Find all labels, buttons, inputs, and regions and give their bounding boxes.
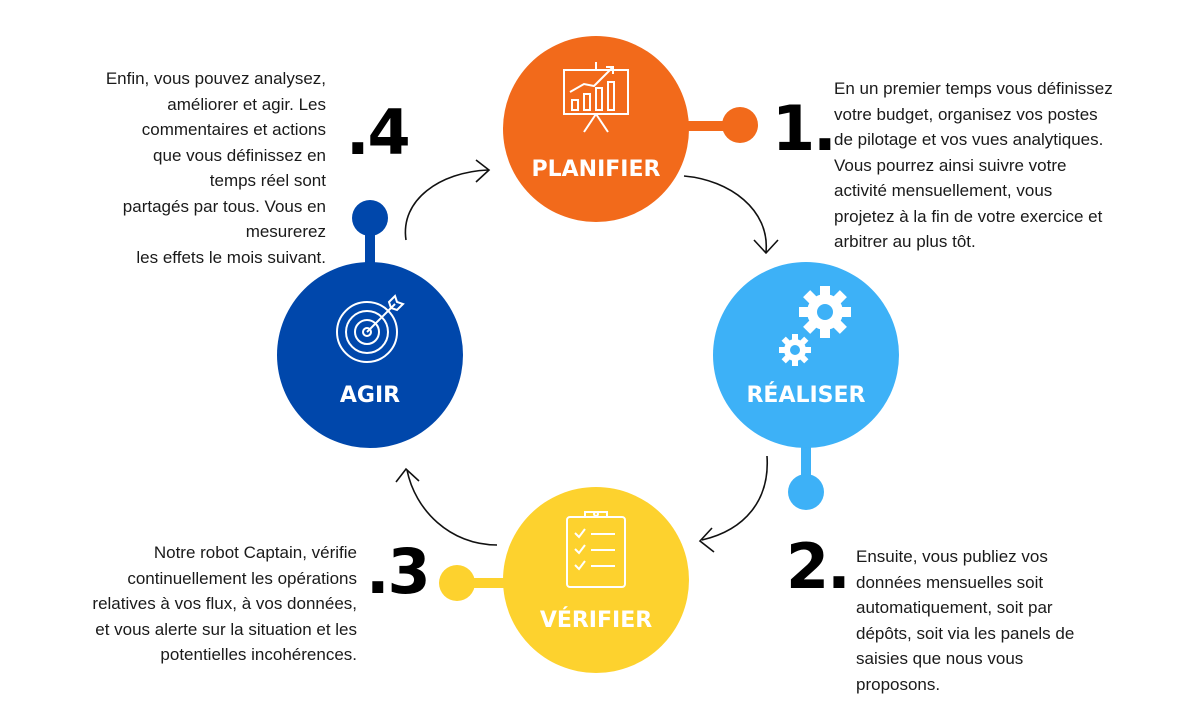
agir-label: AGIR xyxy=(339,383,401,408)
realiser-description: Ensuite, vous publiez vos données mensue… xyxy=(856,547,1075,694)
arrow-realiser-to-verifier xyxy=(701,455,768,541)
realiser-label: RÉALISER xyxy=(746,383,866,408)
step-number-1: 1. xyxy=(772,92,837,165)
gears-icon xyxy=(779,286,851,366)
verifier-circle: VÉRIFIER xyxy=(503,487,689,673)
step-number-4: .4 xyxy=(346,96,411,169)
verifier-dot xyxy=(439,565,475,601)
realiser-connector xyxy=(801,440,811,490)
presentation-chart-icon xyxy=(563,62,629,133)
arrow-verifier-to-agir xyxy=(406,469,498,546)
realiser-dot xyxy=(788,474,824,510)
verifier-label: VÉRIFIER xyxy=(539,608,653,633)
target-arrow-icon xyxy=(336,294,405,363)
agir-circle: AGIR xyxy=(277,262,463,448)
agir-description: Enfin, vous pouvez analysez, améliorer e… xyxy=(105,69,326,267)
planifier-description: En un premier temps vous définissez votr… xyxy=(834,79,1113,251)
step-number-3: .3 xyxy=(366,535,431,608)
planifier-circle: PLANIFIER xyxy=(503,36,689,222)
step-number-2: 2. xyxy=(786,530,851,603)
agir-connector xyxy=(365,220,375,270)
arrow-agir-to-planifier xyxy=(404,169,489,241)
verifier-description: Notre robot Captain, vérifie continuelle… xyxy=(92,543,357,664)
planifier-connector xyxy=(680,121,740,131)
arrow-planifier-to-realiser xyxy=(683,175,767,253)
planifier-label: PLANIFIER xyxy=(531,157,661,182)
agir-dot xyxy=(352,200,388,236)
verifier-connector xyxy=(460,578,510,588)
planifier-dot xyxy=(722,107,758,143)
checklist-clipboard-icon xyxy=(566,511,626,588)
realiser-circle: RÉALISER xyxy=(713,262,899,448)
